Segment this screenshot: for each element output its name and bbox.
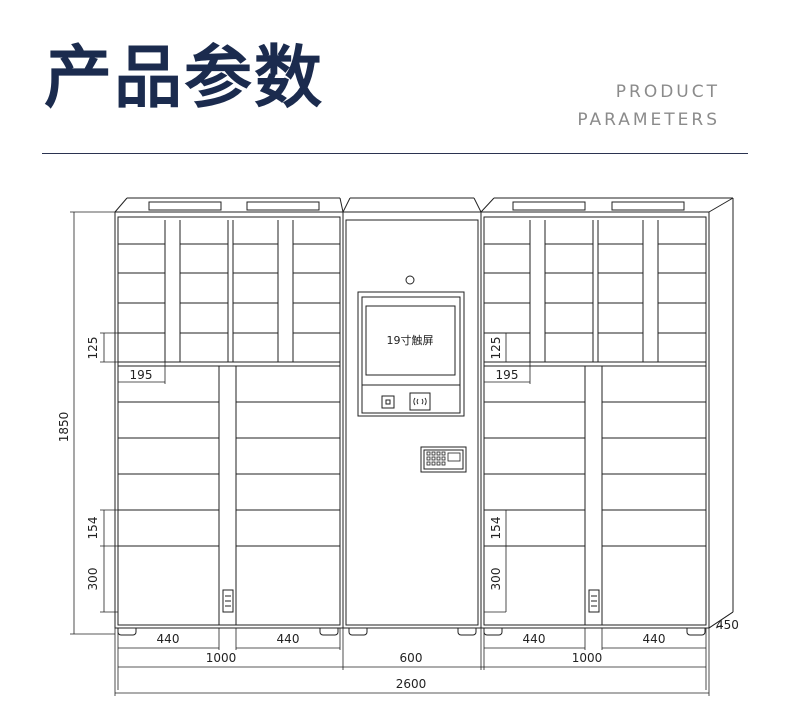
dim-small-door-height-right: 125 bbox=[489, 337, 503, 360]
dim-left-cabinet-width: 1000 bbox=[206, 651, 237, 665]
scanner-icon bbox=[381, 395, 395, 409]
dim-small-door-height-left: 125 bbox=[86, 337, 100, 360]
dim-mid-door-height-right: 154 bbox=[489, 517, 503, 540]
page-title: 产品参数 bbox=[44, 38, 325, 118]
touch-screen bbox=[365, 305, 456, 376]
dim-small-door-width-right: 195 bbox=[496, 368, 519, 382]
right-cabinet bbox=[480, 197, 734, 636]
center-control-cabinet bbox=[342, 197, 482, 636]
dim-right-cabinet-width: 1000 bbox=[572, 651, 603, 665]
page-subtitle: PRODUCT PARAMETERS bbox=[577, 78, 720, 134]
dim-col-width-2: 440 bbox=[277, 632, 300, 646]
dim-overall-width: 2600 bbox=[396, 677, 427, 691]
dim-mid-door-height-left: 154 bbox=[86, 517, 100, 540]
camera-icon bbox=[405, 275, 415, 285]
dim-total-height: 1850 bbox=[57, 412, 71, 443]
subtitle-line-1: PRODUCT bbox=[615, 82, 720, 102]
left-cabinet bbox=[114, 197, 344, 636]
dimension-lines bbox=[70, 211, 734, 696]
page-header: 产品参数 PRODUCT PARAMETERS bbox=[0, 0, 790, 160]
touch-screen-label: 19寸触屏 bbox=[387, 333, 434, 347]
keypad-icon bbox=[420, 446, 467, 473]
dim-col-width-1: 440 bbox=[157, 632, 180, 646]
dim-center-cabinet-width: 600 bbox=[400, 651, 423, 665]
nfc-reader-icon bbox=[409, 392, 431, 411]
subtitle-line-2: PARAMETERS bbox=[577, 110, 720, 130]
dim-large-door-height-right: 300 bbox=[489, 568, 503, 591]
dim-large-door-height-left: 300 bbox=[86, 568, 100, 591]
dim-depth: 450 bbox=[716, 618, 739, 632]
dim-col-width-4: 440 bbox=[643, 632, 666, 646]
dim-small-door-width-left: 195 bbox=[130, 368, 153, 382]
header-divider bbox=[42, 153, 748, 154]
dim-col-width-3: 440 bbox=[523, 632, 546, 646]
